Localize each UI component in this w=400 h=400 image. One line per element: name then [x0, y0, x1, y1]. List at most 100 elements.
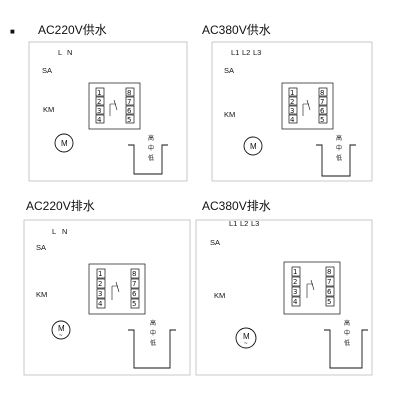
terminal-label: 5 — [327, 298, 331, 306]
header-bullet: ■ — [10, 27, 15, 36]
motor: M — [243, 136, 263, 156]
terminal-label: 2 — [97, 98, 101, 106]
motor: M ~ — [51, 320, 71, 340]
terminal-label: 5 — [127, 116, 131, 124]
terminal-label: 8 — [127, 89, 131, 97]
terminal-label: 6 — [127, 107, 132, 115]
diagram-panel — [28, 41, 188, 182]
terminal-label: 5 — [132, 300, 136, 308]
level-controller: 1 2 3 4 8 7 6 5 — [283, 261, 341, 315]
terminal-label: 6 — [132, 290, 137, 298]
motor-label: M — [58, 324, 65, 333]
left-terminal-block: 1 2 3 4 — [291, 266, 301, 307]
phase-label-l1: L1 — [231, 48, 239, 57]
diagram-panel — [23, 219, 191, 376]
terminal-label: 8 — [327, 268, 331, 276]
terminal-label: 2 — [290, 98, 294, 106]
diagram-title: AC380V供水 — [202, 23, 271, 37]
terminal-label: 3 — [290, 107, 294, 115]
terminal-label: 1 — [290, 89, 294, 97]
terminal-label: 2 — [98, 280, 102, 288]
left-terminal-block: 1 2 3 4 — [96, 268, 106, 309]
supply-lines: L1 L2 L3 — [229, 219, 259, 228]
terminal-label: 4 — [290, 116, 295, 124]
supply-lines: L N — [58, 48, 72, 57]
right-terminal-block: 8 7 6 5 — [325, 266, 335, 307]
diagram-ac220v-supply: AC220V供水 L N SA KM M 1 2 3 4 8 7 6 5 — [28, 23, 188, 182]
terminal-label: 6 — [320, 107, 325, 115]
motor-label: M — [243, 332, 250, 341]
terminal-label: 3 — [98, 290, 102, 298]
supply-lines: L N — [52, 227, 67, 236]
level-controller: 1 2 3 4 8 7 6 5 — [281, 82, 334, 130]
contactor-label: KM — [214, 291, 225, 300]
left-terminal-block: 1 2 3 4 — [95, 87, 105, 124]
water-tank: 高 中 低 — [324, 319, 368, 369]
phase-label-l1: L1 — [229, 219, 237, 228]
supply-lines: L1 L2 L3 — [231, 48, 261, 57]
level-controller: 1 2 3 4 8 7 6 5 — [88, 263, 146, 315]
terminal-label: 4 — [293, 298, 298, 306]
diagram-title: AC220V供水 — [38, 23, 107, 37]
probe-label-low: 低 — [344, 339, 350, 347]
probe-label-low: 低 — [336, 154, 342, 162]
diagram-ac220v-drainage: AC220V排水 L N SA KM M ~ 1 2 3 4 8 7 6 5 — [23, 199, 191, 376]
probe-label-mid: 中 — [336, 144, 342, 152]
motor-label: M — [250, 142, 257, 151]
probe-label-mid: 中 — [148, 144, 154, 152]
level-controller: 1 2 3 4 8 7 6 5 — [88, 82, 141, 130]
contactor-label: KM — [224, 110, 235, 119]
diagram-title: AC380V排水 — [202, 199, 271, 213]
right-terminal-block: 8 7 6 5 — [130, 268, 140, 309]
right-terminal-block: 8 7 6 5 — [125, 87, 135, 124]
terminal-label: 3 — [293, 288, 297, 296]
terminal-label: 6 — [327, 288, 332, 296]
phase-label-l3: L3 — [253, 48, 261, 57]
phase-label-l3: L3 — [251, 219, 259, 228]
terminal-label: 1 — [97, 89, 101, 97]
terminal-label: 4 — [97, 116, 102, 124]
probe-label-high: 高 — [344, 319, 350, 327]
phase-label-l2: L2 — [242, 48, 250, 57]
probe-label-high: 高 — [148, 134, 154, 142]
diagram-ac380v-drainage: AC380V排水 L1 L2 L3 SA KM M ~ 1 2 3 4 8 7 … — [195, 199, 373, 376]
switch-label: SA — [36, 243, 46, 252]
terminal-label: 4 — [98, 300, 103, 308]
diagram-panel — [211, 41, 373, 182]
probe-label-mid: 中 — [344, 329, 350, 337]
diagram-title: AC220V排水 — [26, 199, 95, 213]
terminal-label: 2 — [293, 278, 297, 286]
terminal-label: 5 — [320, 116, 324, 124]
probe-label-low: 低 — [148, 154, 154, 162]
terminal-label: 1 — [293, 268, 297, 276]
motor-sub: ~ — [244, 341, 248, 347]
contactor-label: KM — [36, 290, 47, 299]
motor-sub: ~ — [59, 333, 63, 339]
water-tank: 高 中 低 — [316, 134, 356, 177]
phase-label-n: N — [67, 48, 72, 57]
phase-label-l: L — [58, 48, 62, 57]
terminal-label: 3 — [97, 107, 101, 115]
phase-label-n: N — [62, 227, 67, 236]
switch-label: SA — [42, 66, 52, 75]
contactor-label: KM — [43, 105, 54, 114]
terminal-label: 8 — [320, 89, 324, 97]
probe-label-mid: 中 — [150, 329, 156, 337]
diagram-ac380v-supply: AC380V供水 L1 L2 L3 SA KM M 1 2 3 4 8 7 6 — [202, 23, 373, 182]
probe-label-low: 低 — [150, 339, 156, 347]
motor-label: M — [61, 139, 68, 148]
motor: M — [54, 133, 74, 153]
terminal-label: 8 — [132, 270, 136, 278]
terminal-label: 7 — [327, 278, 331, 286]
probe-label-high: 高 — [150, 319, 156, 327]
terminal-label: 7 — [132, 280, 136, 288]
terminal-label: 7 — [127, 98, 131, 106]
motor: M ~ — [235, 327, 257, 349]
diagram-panel — [195, 219, 373, 376]
terminal-label: 7 — [320, 98, 324, 106]
probe-label-high: 高 — [336, 134, 342, 142]
right-terminal-block: 8 7 6 5 — [318, 87, 328, 124]
phase-label-l2: L2 — [240, 219, 248, 228]
left-terminal-block: 1 2 3 4 — [288, 87, 298, 124]
